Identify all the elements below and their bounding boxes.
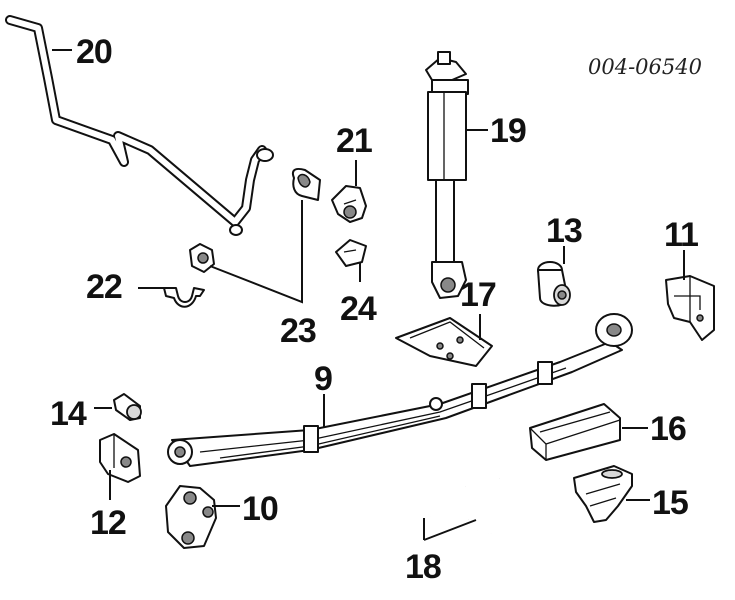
callout-14: 14 <box>50 395 87 433</box>
callout-10: 10 <box>242 490 278 528</box>
part-20-stabilizer-bar <box>5 15 274 236</box>
callout-18: 18 <box>405 548 441 586</box>
callout-24: 24 <box>340 290 377 328</box>
callout-17: 17 <box>460 276 496 314</box>
leader-18 <box>423 518 477 541</box>
part-23-stabilizer-bushing <box>189 168 321 273</box>
part-17-spring-plate <box>395 317 493 367</box>
callout-12: 12 <box>90 504 126 542</box>
callout-22: 22 <box>86 268 122 306</box>
callout-13: 13 <box>546 212 582 250</box>
callout-21: 21 <box>336 122 372 160</box>
part-21-link-bracket <box>331 185 367 223</box>
part-13-spring-bushing <box>537 261 571 307</box>
leader-23 <box>209 200 303 304</box>
part-15-jounce-bumper <box>573 465 633 523</box>
callout-23: 23 <box>280 312 316 350</box>
part-19-shock-absorber <box>425 51 469 299</box>
part-14-bushing <box>113 393 142 421</box>
document-number: 004-06540 <box>588 55 702 79</box>
callout-11: 11 <box>664 216 698 254</box>
callout-16: 16 <box>650 410 686 448</box>
part-24-bracket <box>335 239 367 267</box>
part-10-spring-shackle <box>165 485 217 549</box>
part-22-stabilizer-bracket <box>163 287 205 308</box>
part-11-spring-hanger <box>665 275 715 341</box>
callout-20: 20 <box>76 33 112 71</box>
part-16-spacer <box>529 403 621 461</box>
part-18-u-bolts <box>396 466 504 535</box>
part-12-shackle-bracket <box>99 433 141 483</box>
callout-15: 15 <box>652 484 688 522</box>
callout-19: 19 <box>490 112 526 150</box>
part-9-leaf-spring <box>167 313 633 467</box>
callout-9: 9 <box>314 360 332 398</box>
